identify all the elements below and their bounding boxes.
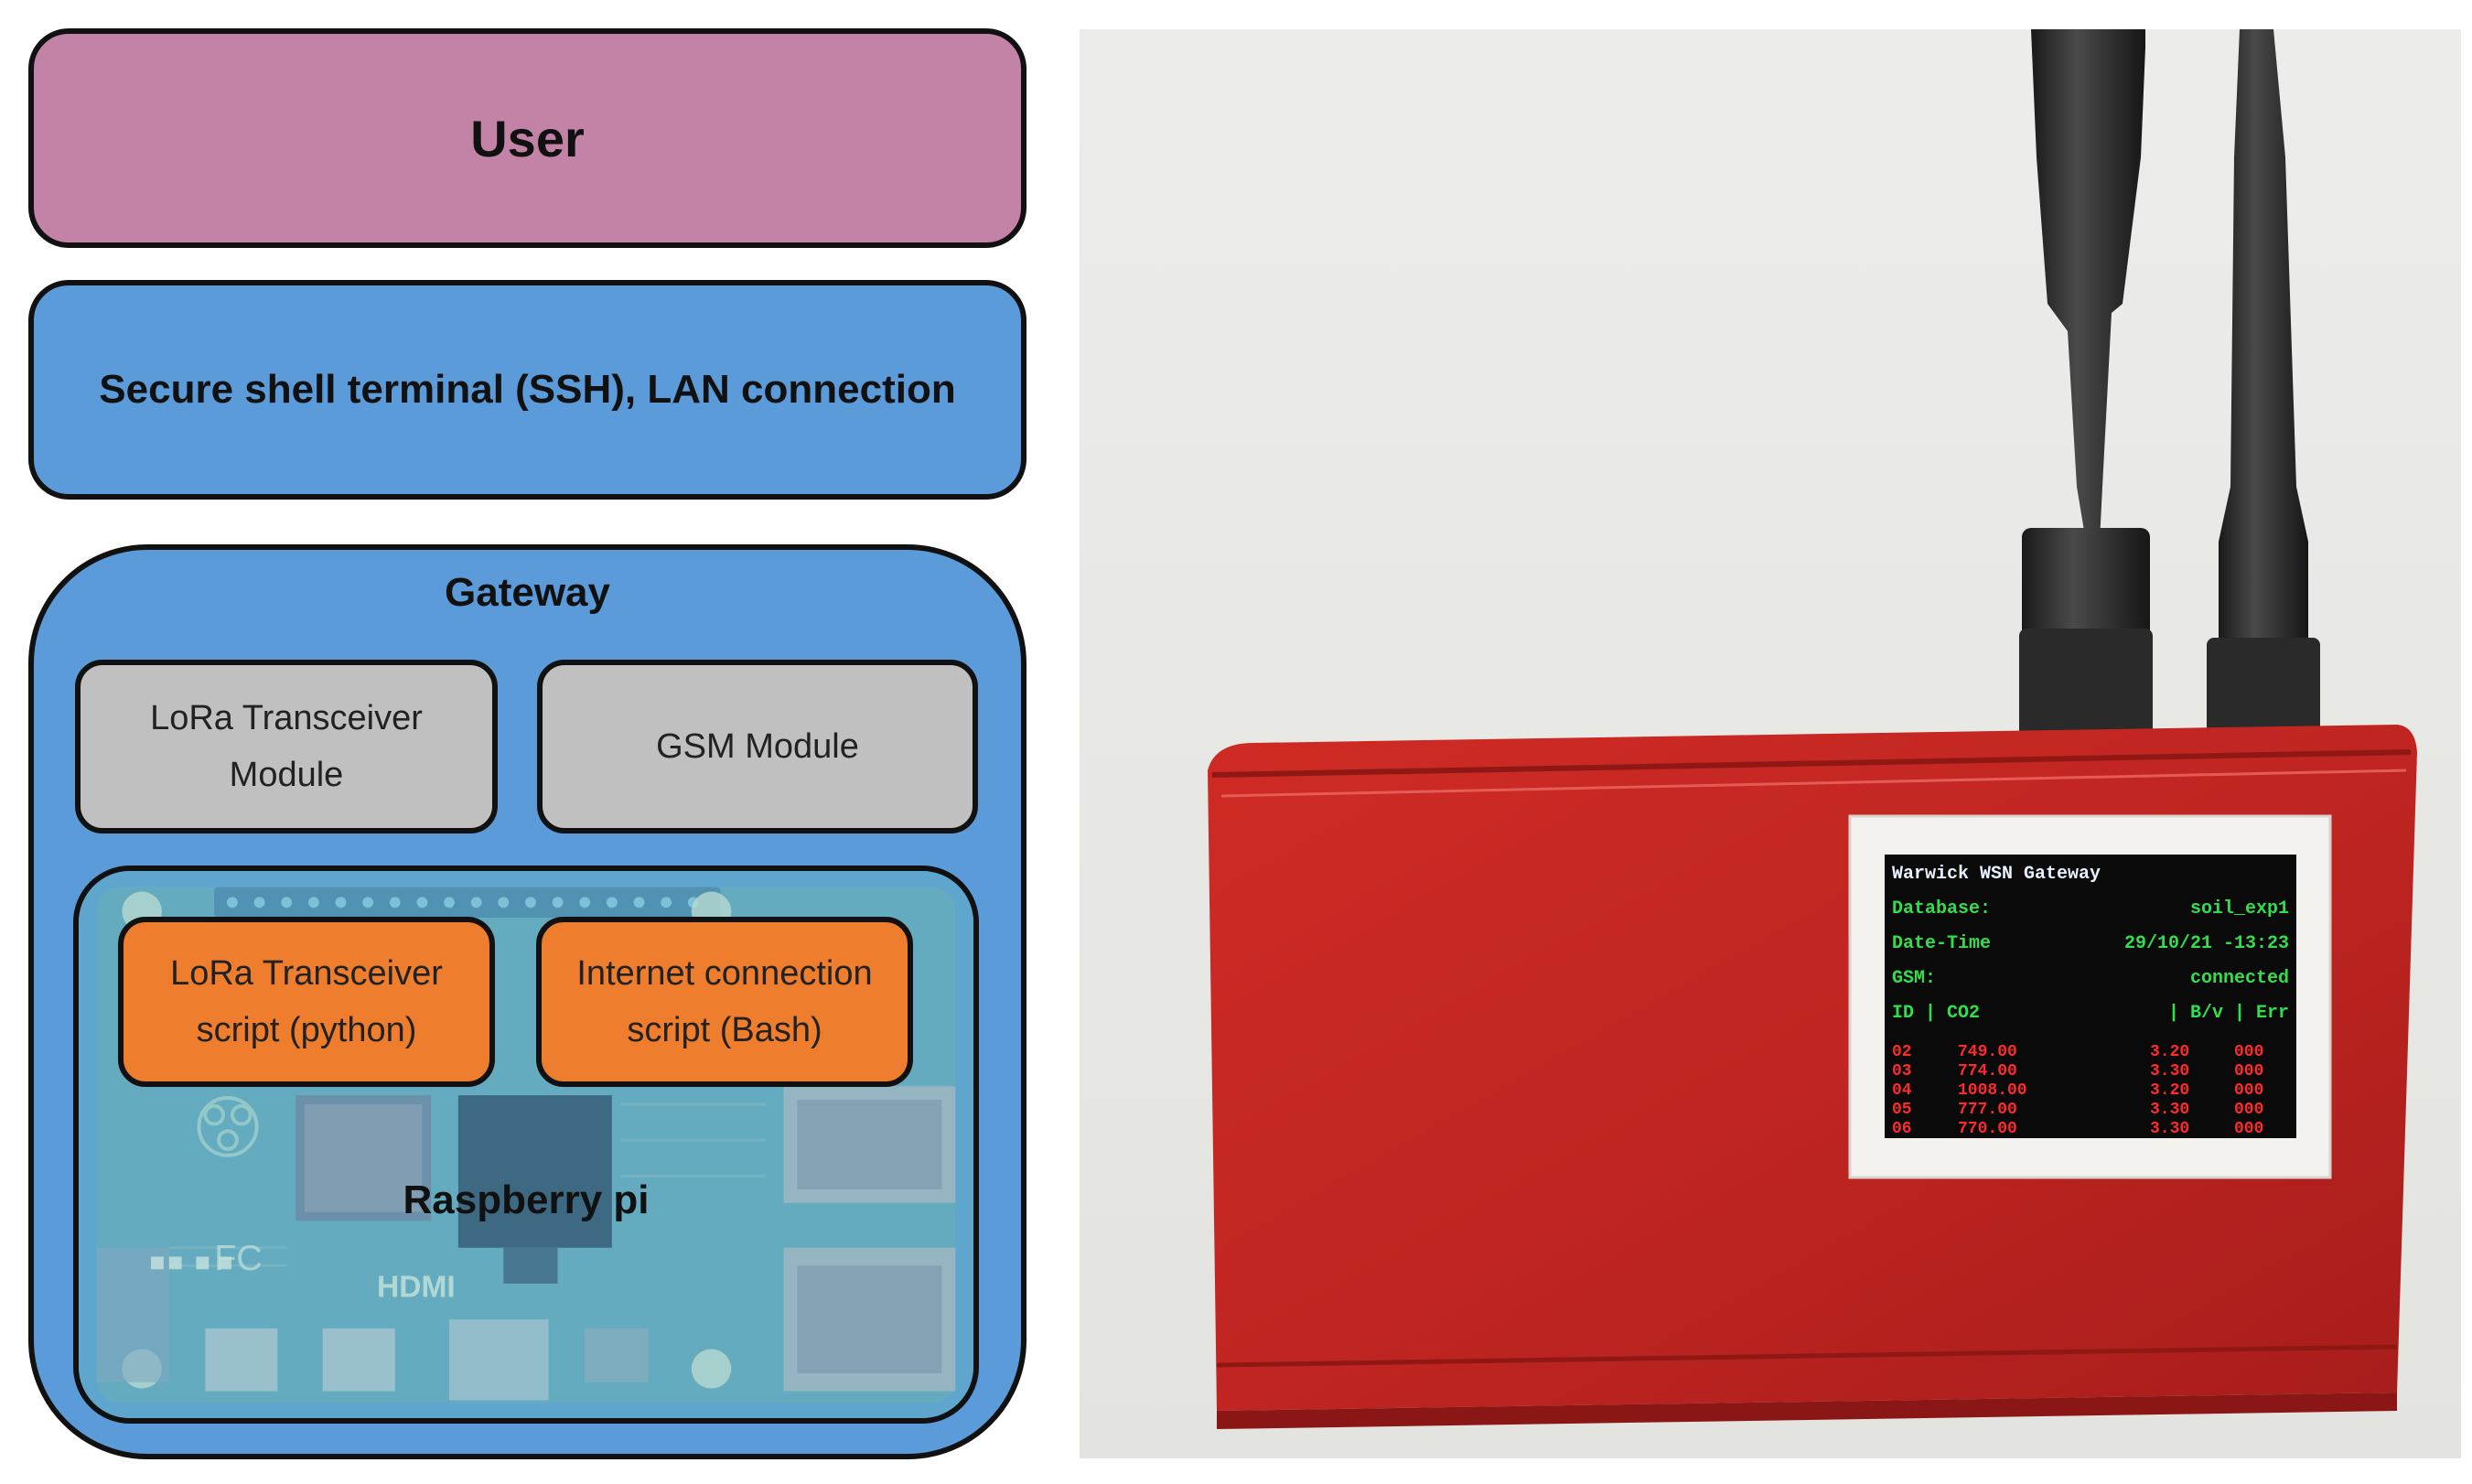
internet-connection-script: Internet connection script (Bash) bbox=[536, 917, 913, 1087]
screen-line-label: Warwick WSN Gateway bbox=[1892, 864, 2101, 885]
internet-script-line1: Internet connection bbox=[576, 954, 873, 993]
lora-script-line1: LoRa Transceiver bbox=[170, 954, 443, 993]
screen-line-label: Date-Time bbox=[1892, 933, 1991, 954]
screen-line-label: GSM: bbox=[1892, 968, 1936, 989]
lora-script-line2: script (python) bbox=[196, 1011, 417, 1049]
screen-line-value: | B/v | Err bbox=[2168, 1003, 2289, 1024]
screen-line-label: Database: bbox=[1892, 898, 1991, 919]
lora-transceiver-module: LoRa Transceiver Module bbox=[75, 660, 498, 833]
raspberry-pi-label: Raspberry pi bbox=[403, 1178, 650, 1222]
screen-data-cell: 05 bbox=[1892, 1101, 1912, 1119]
screen-data-cell: 749.00 bbox=[1958, 1043, 2017, 1061]
screen-line-label: ID | CO2 bbox=[1892, 1003, 1980, 1024]
screen-data-cell: 3.30 bbox=[2150, 1101, 2189, 1119]
ssh-label: Secure shell terminal (SSH), LAN connect… bbox=[99, 367, 956, 412]
gsm-module-label: GSM Module bbox=[656, 727, 859, 766]
screen-data-cell: 3.20 bbox=[2150, 1081, 2189, 1100]
screen-line-value: soil_exp1 bbox=[2190, 898, 2289, 919]
board-hdmi-text: HDMI bbox=[377, 1271, 456, 1305]
screen-line-value: connected bbox=[2190, 968, 2289, 989]
screen-data-cell: 1008.00 bbox=[1958, 1081, 2027, 1100]
screen-data-cell: 000 bbox=[2234, 1043, 2263, 1061]
gateway-layer: Gateway LoRa Transceiver Module GSM Modu… bbox=[28, 544, 1026, 1459]
screen-data-cell: 770.00 bbox=[1958, 1120, 2017, 1138]
screen-data-cell: 3.20 bbox=[2150, 1043, 2189, 1061]
screen-data-cell: 000 bbox=[2234, 1101, 2263, 1119]
screen-data-cell: 000 bbox=[2234, 1120, 2263, 1138]
lora-transceiver-script: LoRa Transceiver script (python) bbox=[118, 917, 495, 1087]
screen-data-cell: 04 bbox=[1892, 1081, 1912, 1100]
lora-module-line1: LoRa Transceiver bbox=[150, 699, 423, 737]
screen-data-cell: 000 bbox=[2234, 1062, 2263, 1081]
gateway-label: Gateway bbox=[445, 570, 610, 615]
screen-data-cell: 774.00 bbox=[1958, 1062, 2017, 1081]
screen-line-value: 29/10/21 -13:23 bbox=[2124, 933, 2289, 954]
screen-data-cell: 3.30 bbox=[2150, 1120, 2189, 1138]
screen-data-cell: 03 bbox=[1892, 1062, 1912, 1081]
screen-data-cell: 3.30 bbox=[2150, 1062, 2189, 1081]
raspberry-pi-container: HDMI FC LoRa Transceiver script (python)… bbox=[73, 866, 979, 1424]
lora-module-line2: Module bbox=[229, 756, 344, 794]
screen-data-cell: 06 bbox=[1892, 1120, 1912, 1138]
screen-data-cell: 777.00 bbox=[1958, 1101, 2017, 1119]
screen-data-cell: 02 bbox=[1892, 1043, 1912, 1061]
gsm-module: GSM Module bbox=[537, 660, 978, 833]
internet-script-line2: script (Bash) bbox=[627, 1011, 822, 1049]
screen-data-cell: 000 bbox=[2234, 1081, 2263, 1100]
ssh-layer: Secure shell terminal (SSH), LAN connect… bbox=[28, 280, 1026, 500]
antenna-left bbox=[2019, 29, 2153, 800]
user-label: User bbox=[470, 109, 585, 167]
user-layer: User bbox=[28, 28, 1026, 248]
svg-text:FC: FC bbox=[214, 1238, 263, 1278]
